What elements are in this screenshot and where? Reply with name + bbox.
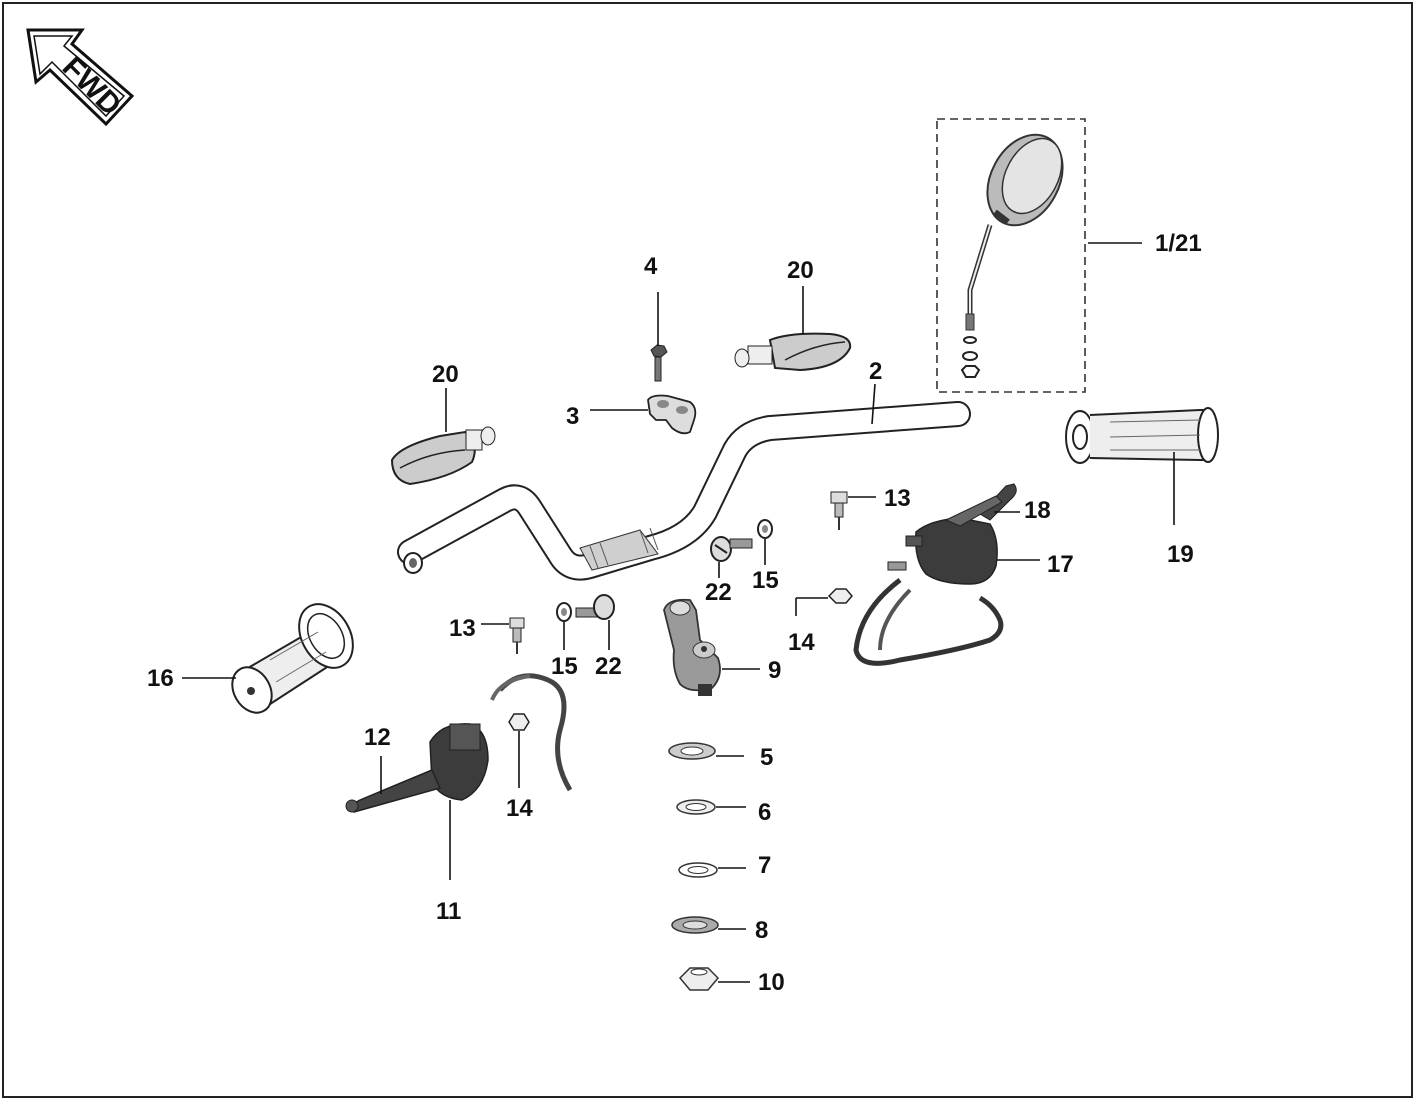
callout-5: 5	[760, 744, 773, 771]
callout-22-right: 22	[705, 579, 732, 606]
callout-14-right: 14	[788, 629, 815, 656]
grip-left	[231, 603, 354, 714]
callout-8: 8	[755, 917, 768, 944]
callout-4: 4	[644, 253, 658, 280]
callout-18: 18	[1024, 497, 1051, 524]
rubber-washer-6	[676, 799, 716, 815]
handlebar-clamp	[647, 394, 697, 435]
bar-end-weight-left	[390, 426, 496, 486]
washer-7	[678, 862, 718, 878]
callout-20-left: 20	[432, 361, 459, 388]
bar-end-weight-right	[734, 332, 852, 372]
nut-10	[678, 967, 720, 991]
callout-22-left: 22	[595, 653, 622, 680]
mirror-kit-box	[936, 118, 1086, 393]
callout-10: 10	[758, 969, 785, 996]
callout-7: 7	[758, 852, 771, 879]
washer-8	[671, 916, 719, 934]
clamp-bolt	[650, 344, 668, 382]
lever-nut-right	[827, 588, 853, 604]
callout-19: 19	[1167, 541, 1194, 568]
callout-14-left: 14	[506, 795, 533, 822]
callout-2: 2	[869, 358, 882, 385]
callout-11: 11	[436, 898, 461, 925]
callout-9: 9	[768, 657, 781, 684]
callout-13-left: 13	[449, 615, 476, 642]
throttle-grip-right	[1065, 407, 1219, 464]
lever-nut-left	[508, 713, 530, 731]
mirror-assembly	[936, 118, 1086, 393]
handlebar	[397, 401, 971, 581]
callout-15-right: 15	[752, 567, 779, 594]
callout-3: 3	[566, 403, 579, 430]
callout-1-21: 1/21	[1155, 230, 1202, 257]
callout-13-right: 13	[884, 485, 911, 512]
handlebar-holder	[663, 598, 721, 696]
adjuster-bolt-left	[556, 594, 615, 622]
brake-lever-assembly	[853, 483, 1017, 666]
forward-arrow-icon: FWD	[26, 28, 135, 127]
clutch-lever-assembly	[345, 673, 573, 813]
rubber-washer-5	[668, 742, 716, 760]
pivot-screw-left	[509, 617, 525, 654]
pivot-screw-right	[830, 491, 848, 530]
callout-12: 12	[364, 724, 391, 751]
callout-17: 17	[1047, 551, 1074, 578]
callout-16: 16	[147, 665, 174, 692]
adjuster-bolt-right	[710, 519, 773, 562]
callout-15-left: 15	[551, 653, 578, 680]
callout-6: 6	[758, 799, 771, 826]
callout-20-right: 20	[787, 257, 814, 284]
